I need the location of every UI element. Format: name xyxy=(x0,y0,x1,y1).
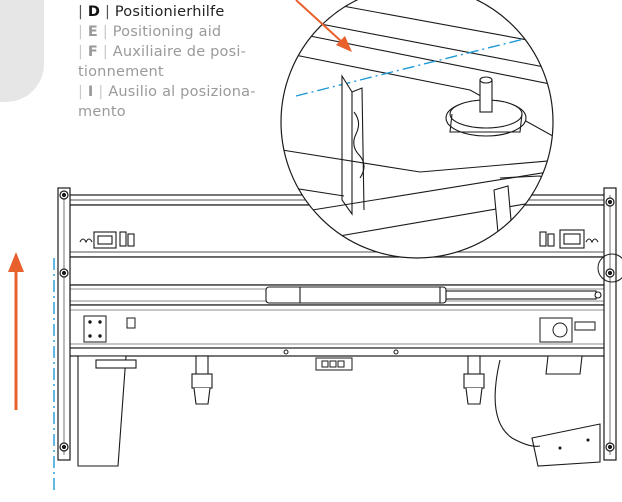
lift-direction-arrow-icon xyxy=(8,252,24,410)
left-bracket xyxy=(79,231,135,249)
grey-tab-background xyxy=(0,0,44,102)
right-column xyxy=(603,187,617,461)
legend-entry-e: | E | Positioning aid xyxy=(78,24,222,40)
actuator-cylinder xyxy=(265,286,602,304)
lower-assembly xyxy=(77,355,601,467)
detail-marker-circle xyxy=(597,253,622,283)
legend-entry-f: | F | Auxiliaire de posi- xyxy=(78,44,247,60)
legend-entry-i: | I | Ausilio al posiziona- xyxy=(78,84,256,100)
left-column xyxy=(57,187,71,461)
mid-mechanics xyxy=(83,315,596,371)
legend: | D | Positionierhilfe | E | Positioning… xyxy=(78,2,278,122)
detail-view xyxy=(280,0,554,259)
legend-entry-d: | D | Positionierhilfe xyxy=(78,4,225,20)
legend-entry-f-continued: tionnement xyxy=(78,64,164,80)
right-bracket xyxy=(539,229,599,249)
callout-arrow-icon xyxy=(295,0,352,52)
legend-entry-i-continued: mento xyxy=(78,104,126,120)
